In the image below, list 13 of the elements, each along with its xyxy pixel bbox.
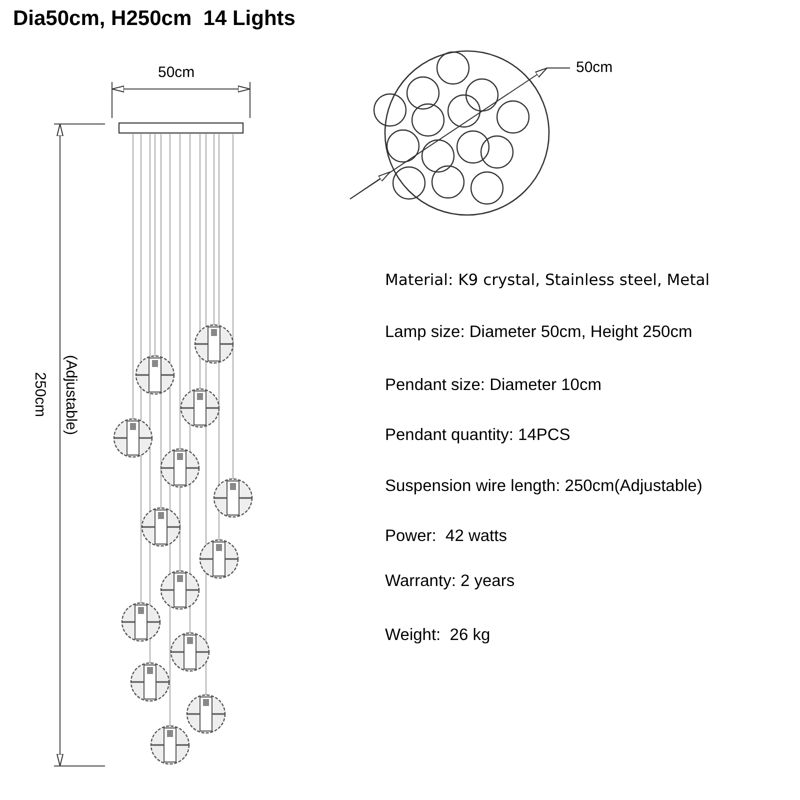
dimension-label: 250cm xyxy=(31,372,48,418)
spec-text: Power: 42 watts xyxy=(385,527,507,546)
spec-text: Pendant quantity: 14PCS xyxy=(385,426,570,445)
spec-text: Weight: 26 kg xyxy=(385,626,490,645)
spec-text: Pendant size: Diameter 10cm xyxy=(385,376,602,395)
adjustable-note: (Adjustable) xyxy=(62,355,80,436)
dimension-label: 50cm xyxy=(576,59,613,76)
spec-text: Material: K9 crystal, Stainless steel, Metal xyxy=(385,272,710,290)
spec-text: Warranty: 2 years xyxy=(385,572,515,591)
spec-text: Lamp size: Diameter 50cm, Height 250cm xyxy=(385,323,692,342)
spec-text: Suspension wire length: 250cm(Adjustable) xyxy=(385,477,702,496)
title: Dia50cm, H250cm 14 Lights xyxy=(13,7,296,32)
dimension-label: 50cm xyxy=(158,64,195,82)
